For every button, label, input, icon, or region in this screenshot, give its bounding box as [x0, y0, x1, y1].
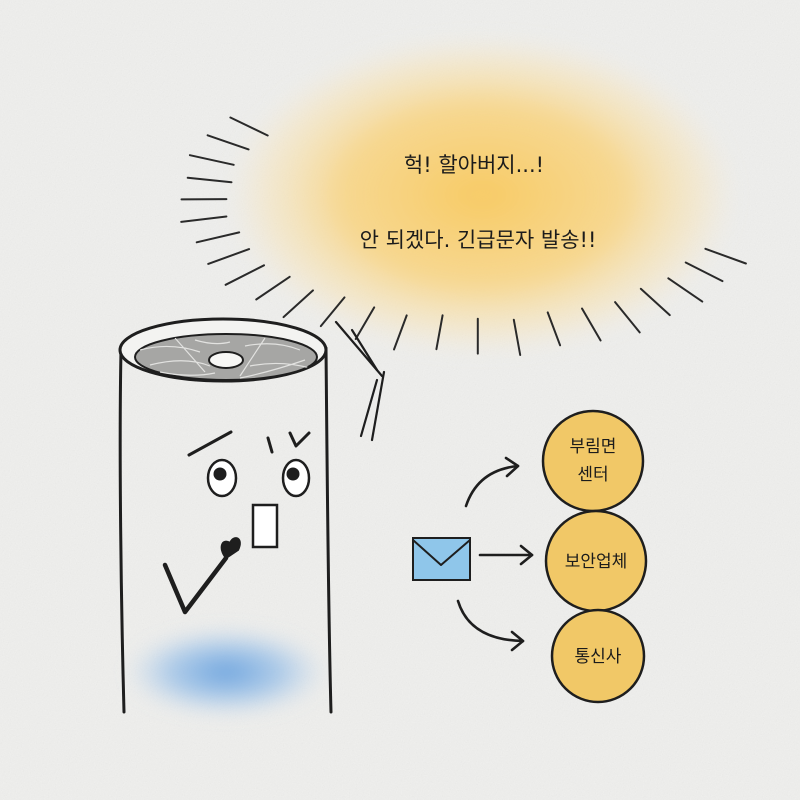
- light-ray: [684, 261, 724, 283]
- light-ray: [224, 264, 265, 286]
- light-ray: [195, 231, 241, 244]
- speech-line-2: 안 되겠다. 긴급문자 발송!!: [360, 228, 597, 252]
- light-ray: [704, 247, 747, 265]
- hand: [220, 537, 241, 560]
- light-ray: [512, 318, 522, 356]
- light-ray: [255, 275, 291, 301]
- recipient-label-line-2: 센터: [577, 465, 608, 485]
- arm: [162, 555, 229, 615]
- speaker-body-left-edge: [118, 348, 126, 714]
- light-ray: [282, 289, 314, 319]
- recipient-community-center: 부림면 센터: [541, 409, 645, 513]
- light-ray: [435, 314, 444, 351]
- light-ray: [180, 215, 228, 223]
- speech-bubble: 헉! 할아버지...! 안 되겠다. 긴급문자 발송!!: [180, 35, 747, 442]
- light-ray: [186, 176, 233, 184]
- arrowhead-1: [504, 456, 520, 478]
- recipient-label-line-1: 부림면: [570, 437, 617, 457]
- speaker-base-glow: [126, 628, 326, 716]
- left-pupil: [213, 467, 227, 481]
- right-eyebrow: [266, 431, 311, 454]
- arrow-to-recipient-3: [456, 599, 525, 643]
- light-ray: [319, 296, 346, 328]
- arrowhead-2: [519, 544, 534, 566]
- envelope-icon: [412, 537, 471, 581]
- light-ray: [546, 311, 562, 347]
- speaker-face: [162, 430, 311, 615]
- light-ray: [667, 277, 704, 303]
- right-pupil: [286, 467, 300, 481]
- speech-line-1: 헉! 할아버지...!: [404, 153, 544, 177]
- light-ray: [206, 134, 250, 151]
- arrow-to-recipient-1: [464, 464, 520, 508]
- light-ray: [581, 307, 602, 342]
- light-ray: [393, 314, 408, 351]
- light-ray: [639, 287, 671, 317]
- recipient-telecom: 통신사: [550, 608, 646, 704]
- arrow-icon: [456, 456, 534, 652]
- light-ray: [354, 306, 376, 340]
- speaker-top-hole: [208, 351, 244, 369]
- speaker-body-right-edge: [324, 346, 333, 714]
- recipient-security-company: 보안업체: [544, 509, 648, 613]
- mouth: [251, 503, 279, 549]
- light-ray: [229, 116, 269, 137]
- arrowhead-3: [510, 630, 525, 652]
- smart-speaker: [118, 317, 333, 716]
- recipient-label: 통신사: [575, 647, 622, 667]
- recipient-label: 보안업체: [565, 552, 628, 572]
- left-eyebrow: [187, 430, 233, 457]
- light-ray: [188, 154, 235, 166]
- light-ray: [614, 301, 641, 334]
- speech-bubble-tail: [334, 320, 386, 442]
- light-rays: [180, 116, 747, 356]
- speech-bubble-glow: [227, 35, 737, 355]
- speaker-grille-texture: [139, 337, 311, 379]
- light-ray: [207, 248, 251, 265]
